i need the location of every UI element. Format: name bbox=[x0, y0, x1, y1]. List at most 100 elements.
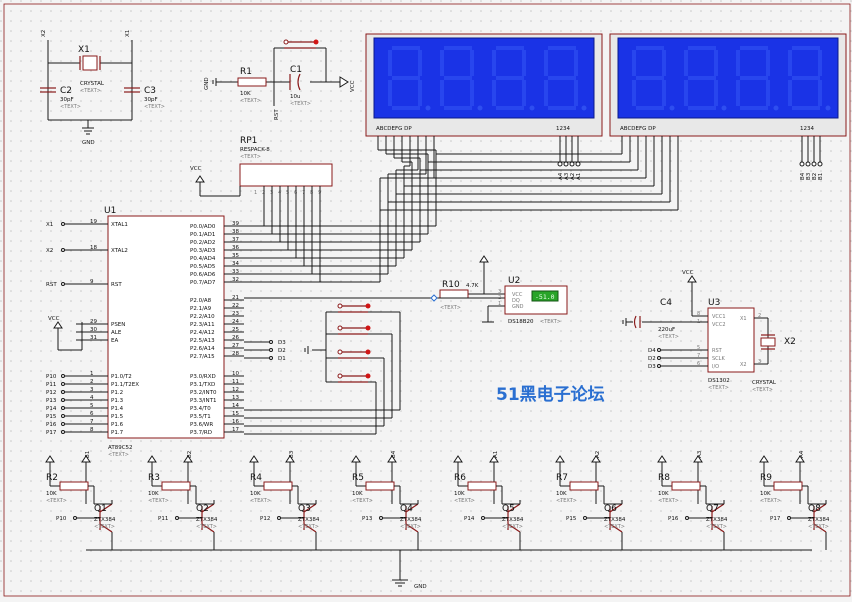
mcu-left-pin-num: 30 bbox=[90, 327, 97, 333]
mcu-right-pin-num: 33 bbox=[232, 269, 239, 275]
driver-q-ref: Q6 bbox=[604, 504, 617, 514]
mcu-left-pin-name: P1.1/T2EX bbox=[111, 382, 139, 388]
display1-digit3-seg2 bbox=[522, 80, 526, 106]
mcu-left-pin-num: 7 bbox=[90, 419, 94, 425]
display1-digit1-seg0 bbox=[392, 46, 420, 50]
display1-digit2-seg3 bbox=[444, 106, 472, 110]
seven-segment-displays bbox=[365, 33, 847, 137]
display1-digit3-seg0 bbox=[496, 46, 524, 50]
display2-common-pin-B1 bbox=[817, 161, 823, 167]
driver-col-arrow bbox=[183, 455, 193, 463]
driver-r-text: <TEXT> bbox=[454, 498, 475, 504]
u2-reading: -51.0 bbox=[535, 293, 555, 301]
driver-vcc-arrow bbox=[45, 455, 55, 463]
driver-net-terminal bbox=[787, 516, 791, 520]
button-contact bbox=[337, 303, 343, 309]
mcu-right-pin-num: 14 bbox=[232, 403, 239, 409]
mcu-left-pin-num: 18 bbox=[90, 245, 97, 251]
mcu-right-pin-name: P3.5/T1 bbox=[190, 414, 211, 420]
mcu-left-net-label: P15 bbox=[46, 414, 57, 420]
driver-q-part: ZTX384 bbox=[502, 517, 524, 523]
driver-vcc-arrow bbox=[453, 455, 463, 463]
display2-seg-label: ABCDEFG DP bbox=[620, 126, 656, 132]
u2-pin-num: 1 bbox=[498, 301, 501, 307]
mcu-left-pin-name: XTAL1 bbox=[111, 222, 128, 228]
mcu-right-pin-name: P3.7/RD bbox=[190, 430, 212, 436]
mcu-ea-vcc: VCC bbox=[48, 316, 83, 351]
driver-q-text: <TEXT> bbox=[196, 524, 217, 530]
driver-net-terminal bbox=[481, 516, 485, 520]
mcu-right-pin-num: 22 bbox=[232, 303, 239, 309]
display1-digit1-dp bbox=[425, 105, 431, 111]
u1-part: AT89C52 bbox=[108, 445, 133, 451]
mcu-left-pin-name: P1.0/T2 bbox=[111, 374, 132, 380]
u3-left-pin-name: RST bbox=[712, 348, 723, 354]
u3-right-pin-name: X2 bbox=[740, 362, 747, 368]
display2-digit1-seg1 bbox=[662, 50, 666, 76]
button-net-terminal bbox=[269, 340, 273, 344]
display2-digit3-seg5 bbox=[736, 50, 740, 76]
display2-digit1-seg6 bbox=[636, 76, 664, 80]
driver-vcc-arrow bbox=[351, 455, 361, 463]
watermark-text: 51黑电子论坛 bbox=[496, 384, 605, 405]
display1-digit2-dp bbox=[477, 105, 483, 111]
display1-digit4-seg3 bbox=[548, 106, 576, 110]
driver-column-net: B3 bbox=[289, 450, 295, 458]
u3-net-terminal bbox=[657, 364, 661, 368]
mcu-u1: U1 AT89C52 <TEXT> bbox=[104, 206, 225, 458]
mcu-left-net-label: RST bbox=[46, 282, 57, 288]
driver-q-part: ZTX384 bbox=[706, 517, 728, 523]
u2-pin-name: GND bbox=[512, 304, 524, 310]
display1-digit-label: 1234 bbox=[556, 126, 570, 132]
r10-value: 4.7K bbox=[466, 283, 479, 289]
driver-r-text: <TEXT> bbox=[148, 498, 169, 504]
display2-digit3-seg0 bbox=[740, 46, 768, 50]
display1-digit1-seg2 bbox=[418, 80, 422, 106]
mcu-right-pin-name: P0.2/AD2 bbox=[190, 240, 215, 246]
driver-base-net: P12 bbox=[260, 516, 270, 522]
display1-common-pin-A4 bbox=[557, 161, 563, 167]
driver-resistor bbox=[773, 481, 803, 491]
u2-pin-num: 2 bbox=[498, 295, 501, 301]
mcu-right-pin-num: 32 bbox=[232, 277, 239, 283]
display1-digit1-seg3 bbox=[392, 106, 420, 110]
display1-common-pin-A2 bbox=[569, 161, 575, 167]
driver-net-terminal bbox=[583, 516, 587, 520]
display1-digit2-seg4 bbox=[440, 80, 444, 106]
mcu-left-net-label: X1 bbox=[46, 222, 53, 228]
driver-column-net: A2 bbox=[595, 451, 601, 458]
driver-r-text: <TEXT> bbox=[250, 498, 271, 504]
display2-digit4-seg5 bbox=[788, 50, 792, 76]
mcu-right-pin-num: 34 bbox=[232, 261, 239, 267]
u3-left-pin-num: 8 bbox=[697, 311, 700, 317]
button-net-terminal bbox=[269, 356, 273, 360]
driver-net-terminal bbox=[685, 516, 689, 520]
driver-r-ref: R8 bbox=[658, 473, 670, 483]
u3-left-pin-num: 7 bbox=[697, 353, 700, 359]
mcu-right-pin-num: 23 bbox=[232, 311, 239, 317]
u3-text: <TEXT> bbox=[708, 385, 729, 391]
u2-pin-name: DQ bbox=[512, 298, 520, 304]
mcu-left-net-label: P14 bbox=[46, 406, 57, 412]
mcu-right-pin-name: P2.0/A8 bbox=[190, 298, 212, 304]
c1-ref: C1 bbox=[290, 65, 302, 75]
display1-digit1-seg6 bbox=[392, 76, 420, 80]
driver-column-net: A1 bbox=[493, 451, 499, 458]
mcu-right-pin-name: P0.6/AD6 bbox=[190, 272, 216, 278]
mcu-right-pin-num: 38 bbox=[232, 229, 239, 235]
driver-column-net: B1 bbox=[85, 451, 91, 458]
mcu-left-pin-name: RST bbox=[111, 282, 122, 288]
driver-col-arrow bbox=[591, 455, 601, 463]
rp1-part: RESPACK-8 bbox=[240, 147, 270, 153]
driver-r-text: <TEXT> bbox=[760, 498, 781, 504]
c3-ref: C3 bbox=[144, 86, 156, 96]
display2-digit4-seg2 bbox=[818, 80, 822, 106]
display1-digit4-seg1 bbox=[574, 50, 578, 76]
display1-digit2-seg1 bbox=[470, 50, 474, 76]
u3-left-pin-num: 6 bbox=[697, 361, 700, 367]
display2-digit2-seg3 bbox=[688, 106, 716, 110]
reset-gnd-label: GND bbox=[204, 77, 210, 90]
